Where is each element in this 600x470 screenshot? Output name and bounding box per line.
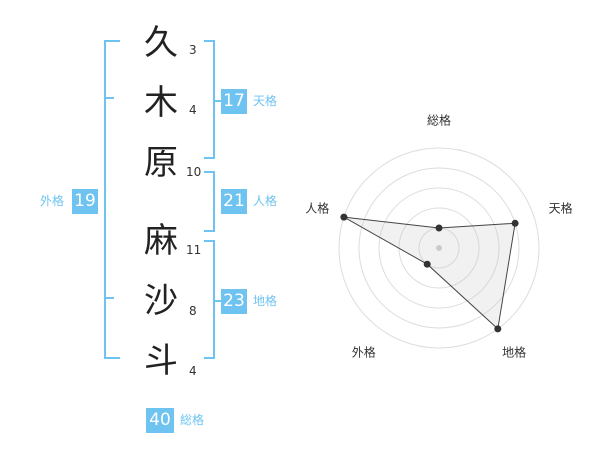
radar-axis-label-4: 人格 [305,201,330,216]
tenkaku-bracket [204,40,215,159]
name-char-3: 原 [144,143,178,183]
chikaku-label: 地格 [253,294,278,308]
gaikaku-bracket [104,40,120,359]
radar-polygon [343,216,516,330]
name-char-4: 麻 [144,221,178,261]
radar-ring-4 [358,167,520,329]
gaikaku-badge: 19 [72,189,98,214]
tenkaku-label: 天格 [253,94,278,108]
name-char-6: 斗 [144,341,178,381]
radar-ring-3 [378,187,500,309]
radar-point-4 [340,213,348,221]
radar-axis-label-2: 地格 [502,345,527,360]
name-char-2: 木 [144,83,178,123]
stroke-count-5: 8 [189,304,197,318]
radar-point-1 [511,219,519,227]
gaikaku-label: 外格 [40,194,65,208]
chikaku-bracket [204,240,215,359]
radar-axis-label-0: 総格 [426,113,452,128]
stroke-count-2: 4 [189,103,197,117]
stroke-count-6: 4 [189,364,197,378]
soukaku-badge: 40 [146,408,174,433]
tenkaku-badge: 17 [221,89,247,114]
chikaku-badge: 23 [221,289,247,314]
radar-point-3 [423,260,431,268]
radar-axis-label-1: 天格 [548,201,573,216]
stroke-count-1: 3 [189,43,197,57]
name-char-1: 久 [144,23,178,63]
jinkaku-label: 人格 [253,194,278,208]
stroke-count-4: 11 [186,243,202,257]
radar-point-2 [494,325,502,333]
radar-point-0 [435,224,443,232]
stroke-count-3: 10 [186,165,202,179]
jinkaku-bracket [204,171,215,232]
radar-ring-5 [338,147,540,349]
radar-axis-label-3: 外格 [351,345,376,360]
radar-center [436,245,442,251]
soukaku-label: 総格 [180,413,205,427]
name-char-5: 沙 [144,281,178,321]
jinkaku-badge: 21 [221,189,247,214]
